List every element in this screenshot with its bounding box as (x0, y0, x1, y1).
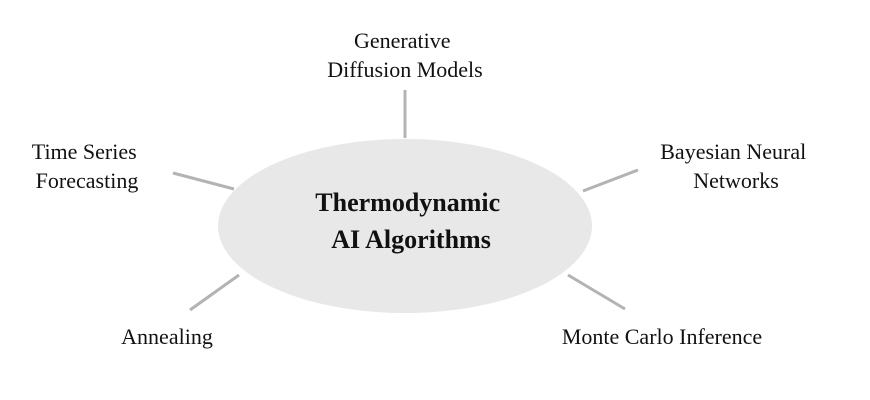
hub-label: Thermodynamic AI Algorithms (315, 188, 506, 254)
node-label-line: Forecasting (36, 168, 139, 193)
spoke-bayesian-neural (582, 168, 639, 193)
node-label-line: Generative (354, 28, 451, 53)
hub-label-line: AI Algorithms (331, 225, 491, 254)
node-label-line: Monte Carlo Inference (562, 324, 762, 349)
spoke-monte-carlo (567, 273, 626, 311)
spoke-time-series (172, 171, 235, 191)
hub-ellipse (218, 139, 592, 313)
node-label-line: Annealing (121, 324, 213, 349)
node-label-line: Time Series (32, 139, 137, 164)
spoke-annealing (189, 273, 240, 312)
hub-label-line: Thermodynamic (315, 188, 500, 217)
node-label-line: Diffusion Models (327, 57, 482, 82)
node-time-series: Time Series Forecasting (32, 139, 142, 193)
node-annealing: Annealing (121, 324, 213, 349)
node-label-line: Bayesian Neural (660, 139, 806, 164)
node-generative-diffusion: Generative Diffusion Models (327, 28, 482, 82)
node-label-line: Networks (693, 168, 779, 193)
node-bayesian-neural: Bayesian Neural Networks (660, 139, 812, 193)
node-monte-carlo: Monte Carlo Inference (562, 324, 762, 349)
